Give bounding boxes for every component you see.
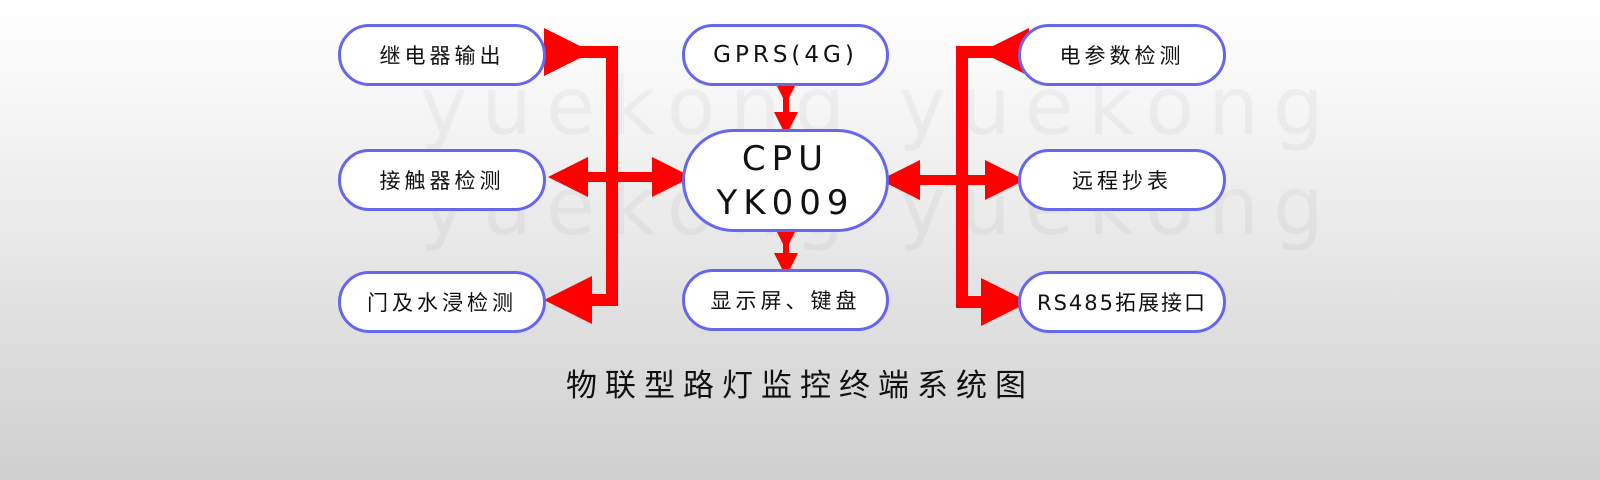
cpu-label: CPU: [741, 138, 830, 179]
cpu-model: YK009: [716, 182, 855, 223]
remote-meter-box: 远程抄表: [1018, 149, 1226, 211]
rs485-box: RS485拓展接口: [1018, 271, 1226, 333]
contactor-detect-box: 接触器检测: [338, 149, 546, 211]
door-water-detect-box: 门及水浸检测: [338, 271, 546, 333]
cpu-box: CPU YK009: [682, 129, 889, 232]
gprs-box: GPRS(4G): [682, 24, 889, 86]
diagram-title: 物联型路灯监控终端系统图: [566, 368, 1034, 404]
display-keyboard-box: 显示屏、键盘: [682, 269, 889, 331]
power-param-box: 电参数检测: [1018, 24, 1226, 86]
relay-output-box: 继电器输出: [338, 24, 546, 86]
